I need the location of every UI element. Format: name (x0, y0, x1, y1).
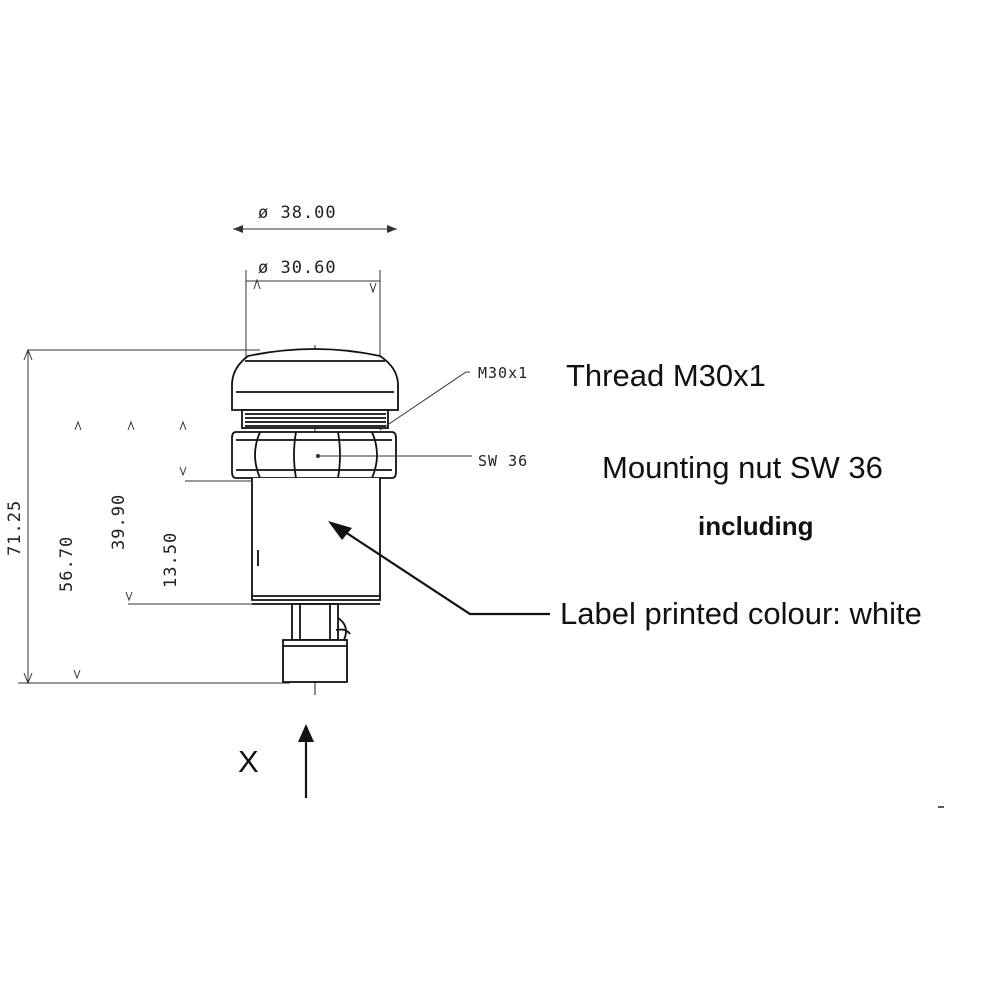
thread-label: Thread M30x1 (566, 358, 766, 393)
mounting-nut (231, 431, 397, 479)
inner-diameter-dimension: ø 30.60 (245, 258, 381, 362)
inner-diameter-text: ø 30.60 (258, 258, 337, 278)
button-cap (231, 348, 399, 411)
button-body (251, 478, 381, 605)
outer-diameter-text: ø 38.00 (258, 203, 337, 223)
height-total-text: 71.25 (5, 500, 25, 556)
nut-tag-text: SW 36 (478, 452, 528, 470)
view-direction-indicator: X (238, 724, 314, 798)
view-direction-text: X (238, 744, 259, 779)
height-2-text: 56.70 (57, 536, 77, 592)
nut-label: Mounting nut SW 36 (602, 450, 883, 485)
including-label: including (698, 511, 814, 541)
thread-tag-text: M30x1 (478, 364, 528, 382)
nut-callout: SW 36 (316, 452, 528, 470)
label-colour-arrow (328, 521, 550, 616)
height-dimensions: 71.25 56.70 39.90 13.50 (5, 348, 290, 685)
connector (282, 603, 351, 683)
thread-callout: M30x1 (379, 364, 528, 431)
thread (241, 409, 389, 429)
label-colour-text: Label printed colour: white (560, 596, 922, 631)
outer-diameter-dimension: ø 38.00 (233, 203, 397, 233)
height-4-text: 13.50 (161, 532, 181, 588)
height-3-text: 39.90 (109, 494, 129, 550)
